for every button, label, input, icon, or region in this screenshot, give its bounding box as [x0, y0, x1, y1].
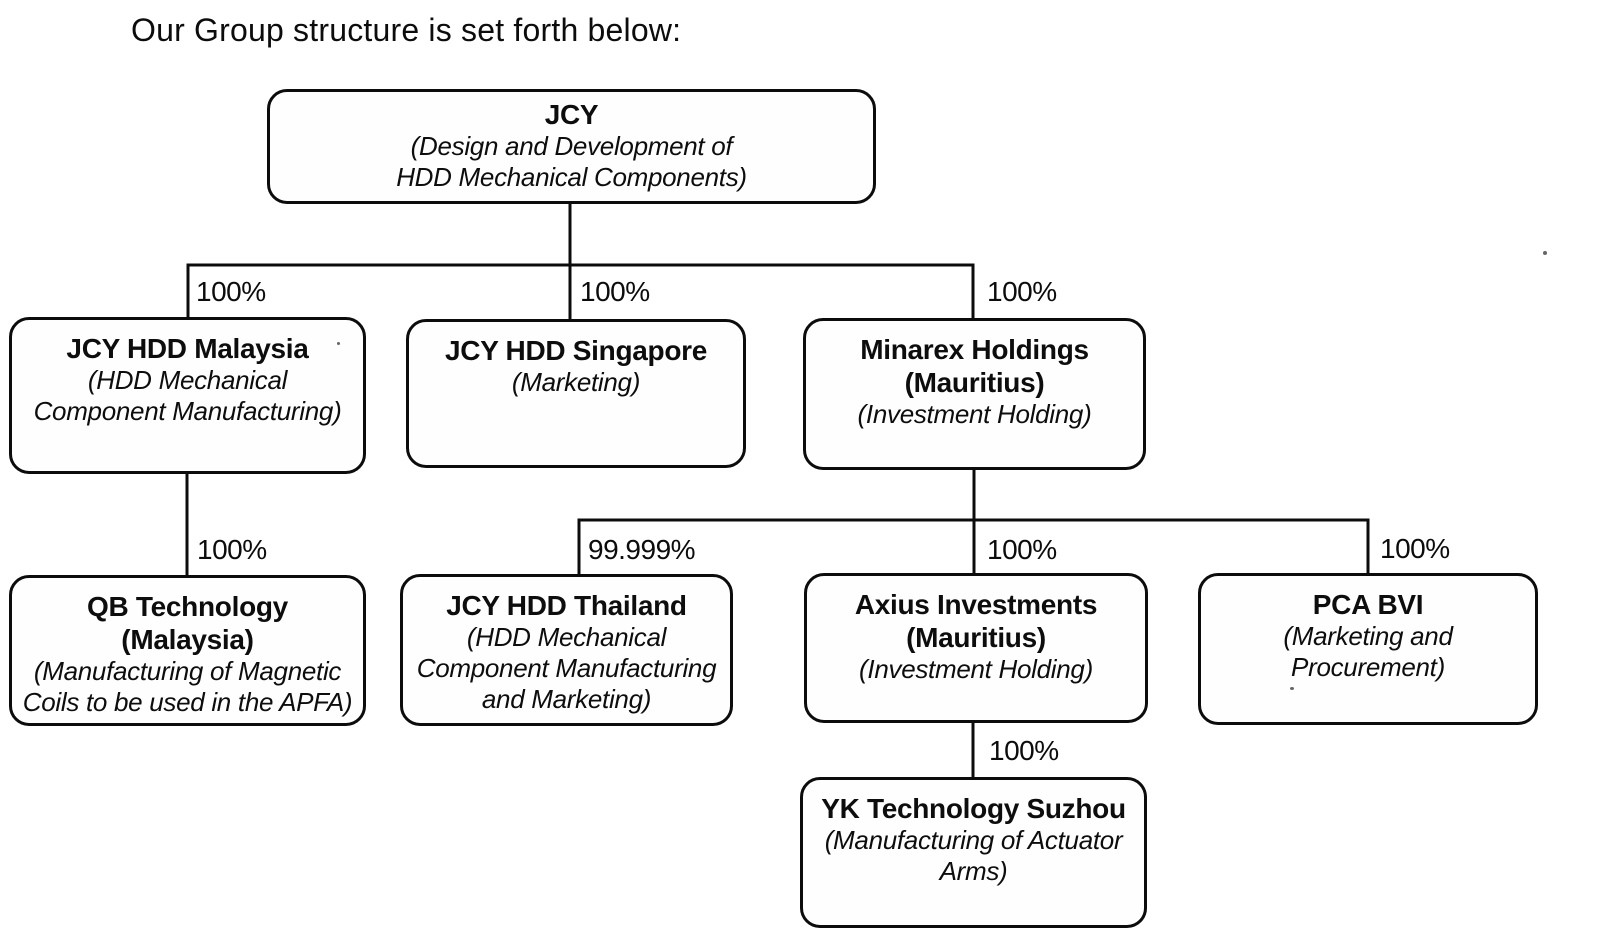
org-node-jcy-hdd-thailand-desc: (HDD Mechanical Component Manufacturing …	[416, 622, 717, 714]
org-node-jcy: JCY (Design and Development of HDD Mecha…	[267, 89, 876, 204]
org-node-jcy-name: JCY	[544, 99, 599, 130]
org-node-jcy-hdd-singapore: JCY HDD Singapore (Marketing)	[406, 319, 746, 468]
org-node-jcy-hdd-malaysia-desc: (HDD Mechanical Component Manufacturing)	[33, 365, 342, 426]
org-node-jcy-hdd-singapore-desc: (Marketing)	[511, 367, 641, 397]
org-node-qb-technology-desc: (Manufacturing of Magnetic Coils to be u…	[22, 656, 353, 717]
org-node-jcy-hdd-malaysia: JCY HDD Malaysia (HDD Mechanical Compone…	[9, 317, 366, 474]
org-node-yk-technology-suzhou-desc: (Manufacturing of Actuator Arms)	[824, 825, 1123, 886]
diagram-title: Our Group structure is set forth below:	[131, 12, 682, 48]
org-node-yk-technology-suzhou-name: YK Technology Suzhou	[821, 793, 1126, 824]
org-node-minarex-holdings-desc: (Investment Holding)	[857, 399, 1092, 429]
org-node-axius-investments-name: Axius Investments (Mauritius)	[854, 589, 1098, 653]
ownership-label-minarex-axius: 100%	[987, 534, 1057, 565]
org-node-jcy-hdd-thailand-name: JCY HDD Thailand	[446, 590, 687, 621]
org-node-jcy-hdd-malaysia-name: JCY HDD Malaysia	[66, 333, 309, 364]
ownership-label-malaysia-qb: 100%	[197, 534, 267, 565]
scan-speck	[1543, 251, 1547, 255]
ownership-label-minarex-thailand: 99.999%	[588, 534, 696, 565]
org-node-jcy-desc: (Design and Development of HDD Mechanica…	[396, 131, 747, 192]
org-node-pca-bvi: PCA BVI (Marketing and Procurement)	[1198, 573, 1538, 725]
ownership-label-jcy-minarex: 100%	[987, 276, 1057, 307]
org-node-qb-technology: QB Technology (Malaysia) (Manufacturing …	[9, 575, 366, 726]
org-node-axius-investments-desc: (Investment Holding)	[859, 654, 1093, 684]
org-node-jcy-hdd-thailand: JCY HDD Thailand (HDD Mechanical Compone…	[400, 574, 733, 726]
org-node-qb-technology-name: QB Technology (Malaysia)	[87, 591, 288, 655]
org-node-yk-technology-suzhou: YK Technology Suzhou (Manufacturing of A…	[800, 777, 1147, 928]
scan-speck	[337, 342, 340, 345]
ownership-label-jcy-malaysia: 100%	[196, 276, 266, 307]
org-node-minarex-holdings-name: Minarex Holdings (Mauritius)	[860, 334, 1089, 398]
org-node-pca-bvi-desc: (Marketing and Procurement)	[1283, 621, 1453, 682]
org-node-pca-bvi-name: PCA BVI	[1312, 589, 1424, 620]
ownership-label-axius-yk: 100%	[989, 735, 1059, 766]
org-node-jcy-hdd-singapore-name: JCY HDD Singapore	[445, 335, 707, 366]
ownership-label-jcy-singapore: 100%	[580, 276, 650, 307]
org-node-minarex-holdings: Minarex Holdings (Mauritius) (Investment…	[803, 318, 1146, 470]
ownership-label-minarex-pca: 100%	[1380, 533, 1450, 564]
org-node-axius-investments: Axius Investments (Mauritius) (Investmen…	[804, 573, 1148, 723]
scan-speck	[1290, 687, 1294, 690]
